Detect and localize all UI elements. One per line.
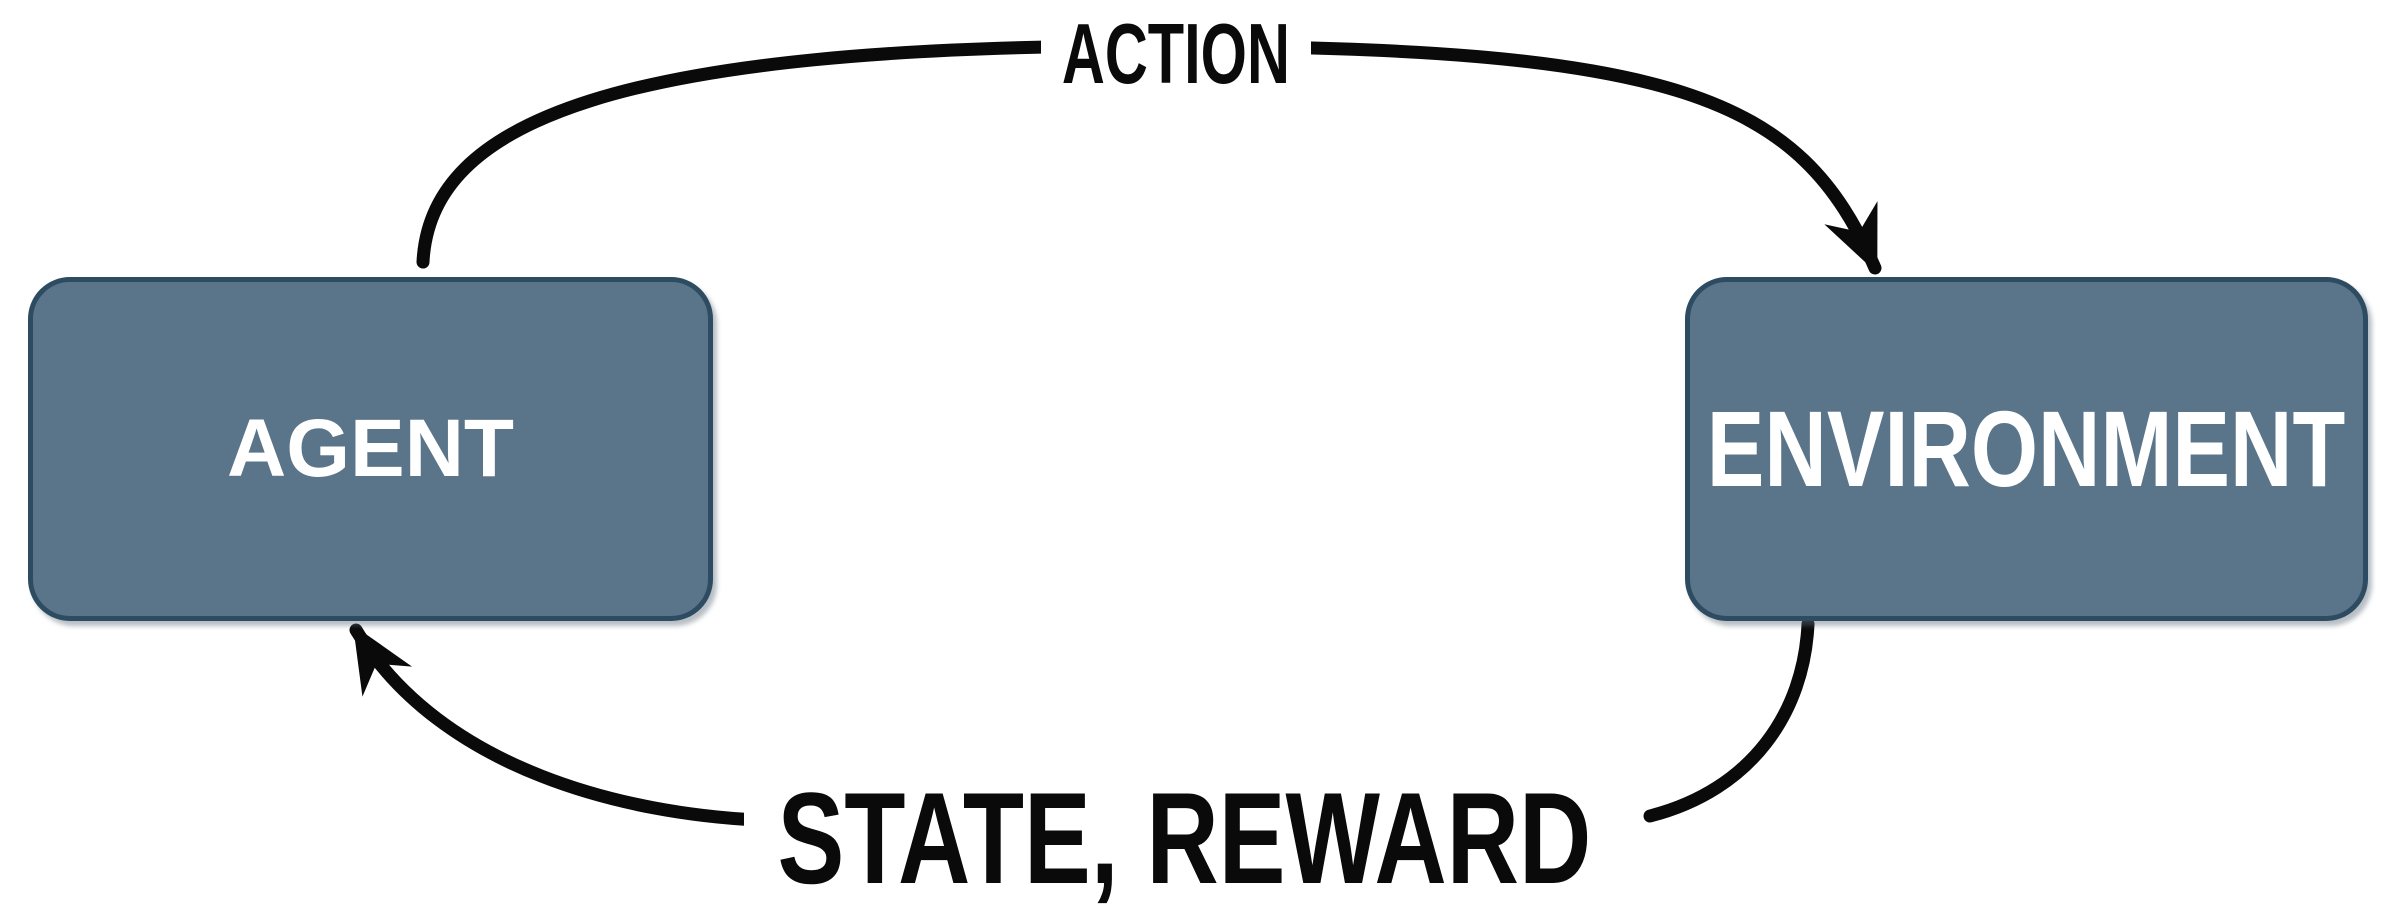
state-reward-edge-label: STATE, REWARD [744, 768, 1624, 908]
environment-node: ENVIRONMENT [1685, 277, 2368, 621]
environment-node-label: ENVIRONMENT [1707, 388, 2346, 509]
state-reward-edge-label-text: STATE, REWARD [777, 765, 1591, 911]
agent-node: AGENT [28, 277, 713, 621]
action-edge-label-text: ACTION [1061, 6, 1291, 102]
agent-node-label: AGENT [227, 403, 514, 494]
state-reward-edge-curve-left [349, 623, 765, 827]
state-reward-edge-curve-right [1643, 617, 1815, 823]
action-edge-label: ACTION [1041, 6, 1311, 102]
